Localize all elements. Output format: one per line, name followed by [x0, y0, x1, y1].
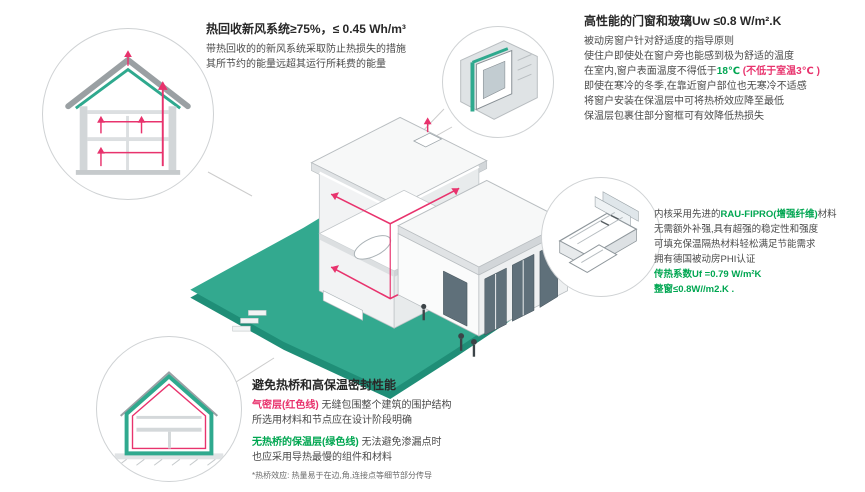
- profile-line-6: 整窗≤0.8W//m2.K .: [654, 284, 735, 295]
- profile-line1-suffix: 材料: [817, 209, 837, 220]
- window-corner-icon: [460, 40, 538, 120]
- callout-thermal-bridge-section: [96, 336, 242, 482]
- windows-line3-temp: 18℃: [716, 66, 741, 77]
- thermal-bridge-house-icon: [114, 371, 224, 466]
- windows-line-5: 将窗户安装在保温层中可将热桥效应降至最低: [584, 96, 784, 107]
- ventilation-house-icon: [65, 50, 191, 175]
- heat-recovery-text-block: 热回收新风系统≥75%，≤ 0.45 Wh/m³ 带热回收的的新风系统采取防止热…: [206, 20, 486, 72]
- profile-line-5: 传热系数Uf =0.79 W/m²K: [654, 269, 762, 280]
- callout-window-profile: [541, 177, 661, 297]
- airtight-line-1: 气密层(红色线) 无缝包围整个建筑的围护结构: [252, 398, 582, 413]
- insulation-label: 无热桥的保温层(绿色线): [252, 437, 359, 448]
- airtight-line-2: 所选用材料和节点应在设计阶段明确: [252, 415, 412, 426]
- windows-line3-note: (不低于室温3℃ ): [740, 66, 820, 77]
- windows-line-4: 即使在寒冷的冬季,在靠近窗户部位也无寒冷不适感: [584, 81, 807, 92]
- heat-recovery-title: 热回收新风系统≥75%，≤ 0.45 Wh/m³: [206, 22, 406, 36]
- profile-line-1: 内核采用先进的RAU-FIPRO(增强纤维)材料: [654, 207, 865, 222]
- profile-line-4: 拥有德国被动房PHI认证: [654, 254, 756, 265]
- thermal-bridge-title: 避免热桥和高保温密封性能: [252, 378, 397, 392]
- human-figures: [421, 303, 477, 357]
- windows-line3-prefix: 在室内,窗户表面温度不得低于: [584, 66, 717, 77]
- thermal-bridge-footnote: *热桥效应: 热量易于在边,角,连接点等细节部分传导: [252, 471, 433, 480]
- profile-line1-material: RAU-FIPRO(增强纤维): [720, 209, 818, 220]
- airtight-label: 气密层(红色线): [252, 400, 319, 411]
- insulation-line-1: 无热桥的保温层(绿色线) 无法避免渗漏点时: [252, 435, 582, 450]
- windows-line-1: 被动房窗户针对舒适度的指导原则: [584, 36, 734, 47]
- windows-title: 高性能的门窗和玻璃Uw ≤0.8 W/m².K: [584, 14, 782, 28]
- heat-recovery-line-1: 带热回收的的新风系统采取防止热损失的措施: [206, 44, 406, 55]
- thermal-bridge-text-block: 避免热桥和高保温密封性能 气密层(红色线) 无缝包围整个建筑的围护结构 所选用材…: [252, 376, 582, 482]
- windows-line-6: 保温层包裹住部分窗框可有效降低热损失: [584, 111, 764, 122]
- heat-recovery-line-2: 其所节约的能量远超其运行所耗费的能量: [206, 59, 386, 70]
- profile-line-3: 可填充保温隔热材料轻松满足节能需求: [654, 239, 816, 250]
- insulation-line-2: 也应采用导热最慢的组件和材料: [252, 452, 392, 463]
- callout-window-corner-detail: [442, 26, 554, 138]
- insulation-text: 无法避免渗漏点时: [358, 437, 442, 448]
- windows-text-block: 高性能的门窗和玻璃Uw ≤0.8 W/m².K 被动房窗户针对舒适度的指导原则 …: [584, 12, 864, 124]
- airtight-text: 无缝包围整个建筑的围护结构: [318, 400, 452, 411]
- windows-line-3: 在室内,窗户表面温度不得低于18℃ (不低于室温3℃ ): [584, 64, 864, 79]
- callout-ventilation-section: [42, 28, 214, 200]
- profile-text-block: 内核采用先进的RAU-FIPRO(增强纤维)材料 无需额外补强,具有超强的稳定性…: [654, 207, 865, 297]
- windows-line-2: 使住户即使处在窗户旁也能感到极为舒适的温度: [584, 51, 794, 62]
- profile-line-2: 无需额外补强,具有超强的稳定性和强度: [654, 224, 819, 235]
- window-profile-icon: [558, 191, 639, 273]
- profile-line1-prefix: 内核采用先进的: [654, 209, 721, 220]
- spacer: [252, 428, 582, 435]
